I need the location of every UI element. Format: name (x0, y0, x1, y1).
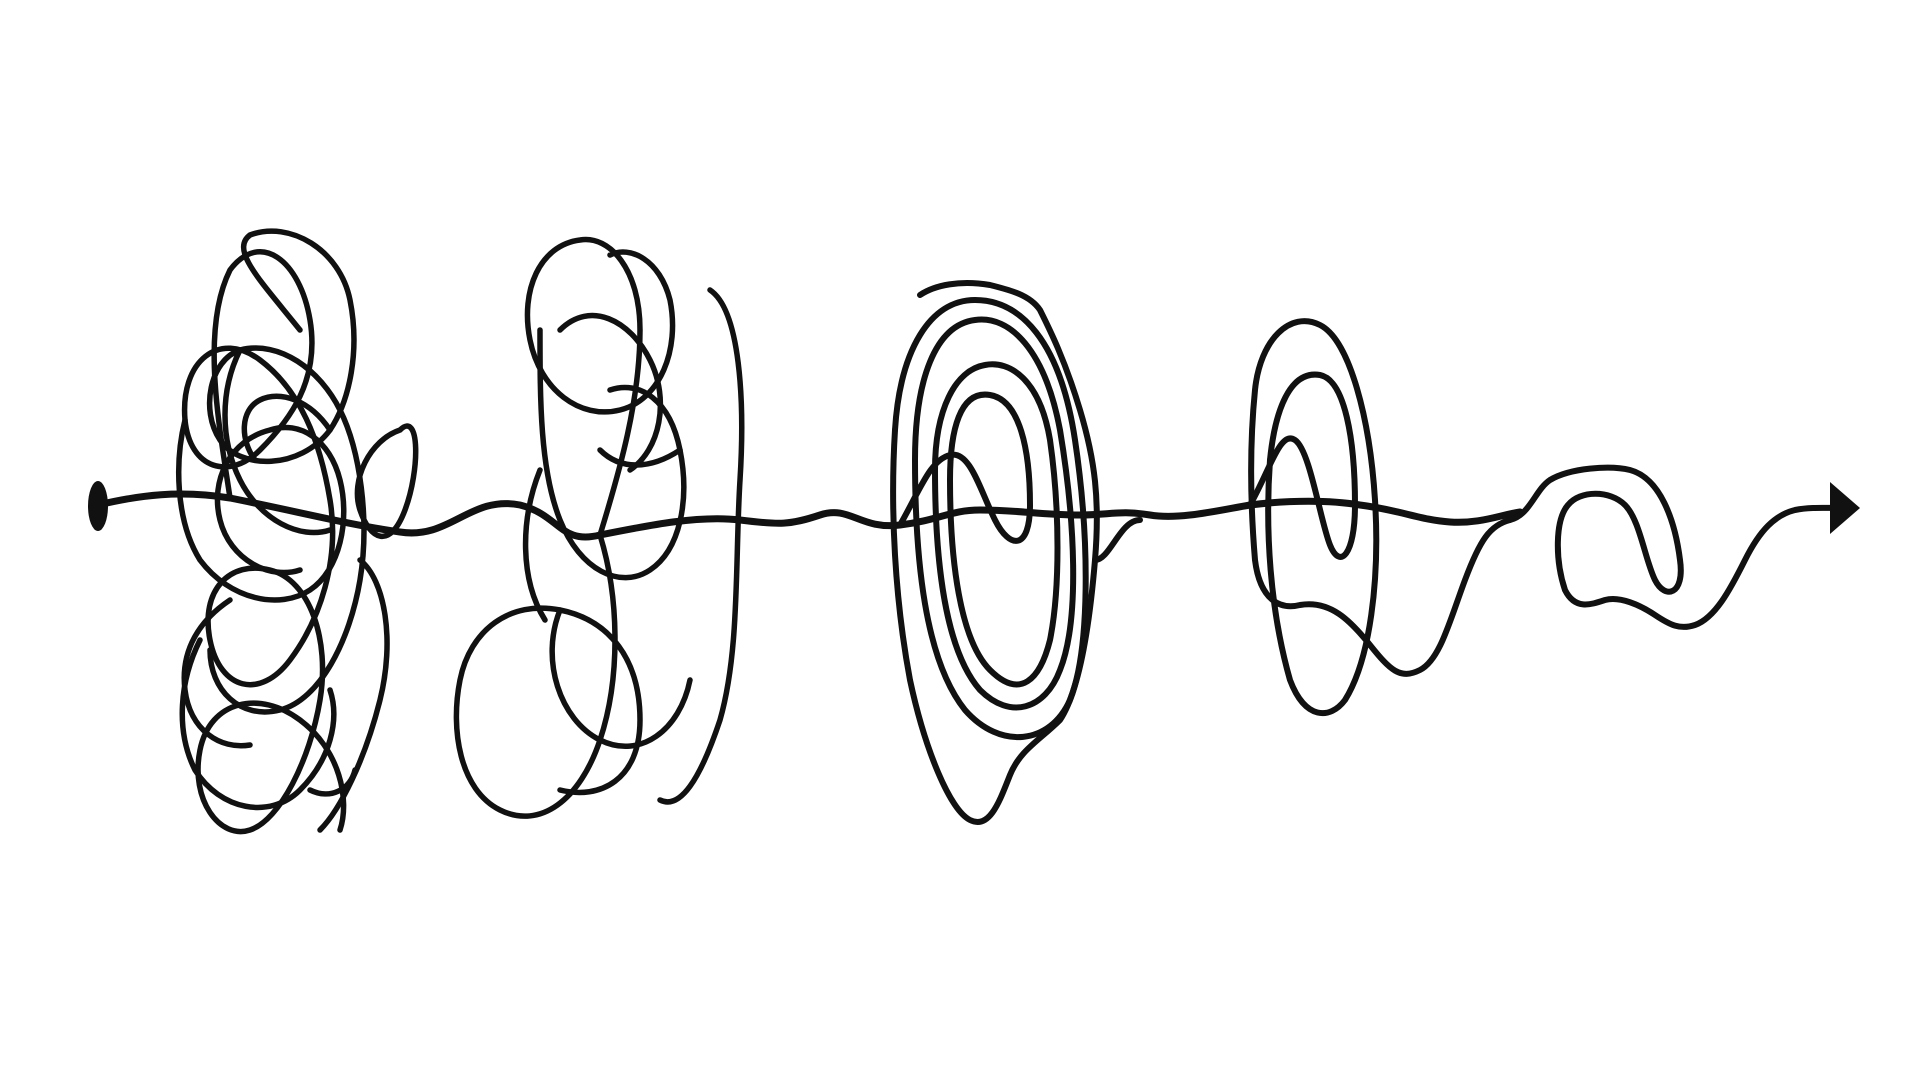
main-thread (94, 490, 1524, 541)
tangle-5-small-loop (1507, 464, 1843, 630)
end-arrowhead (1830, 482, 1860, 534)
start-dot (88, 481, 108, 531)
tangle-3-spiral (890, 280, 1143, 825)
tangle-4-loop (1247, 318, 1513, 717)
tangle-1-dense (176, 228, 419, 835)
tangle-2-loops (453, 236, 745, 819)
